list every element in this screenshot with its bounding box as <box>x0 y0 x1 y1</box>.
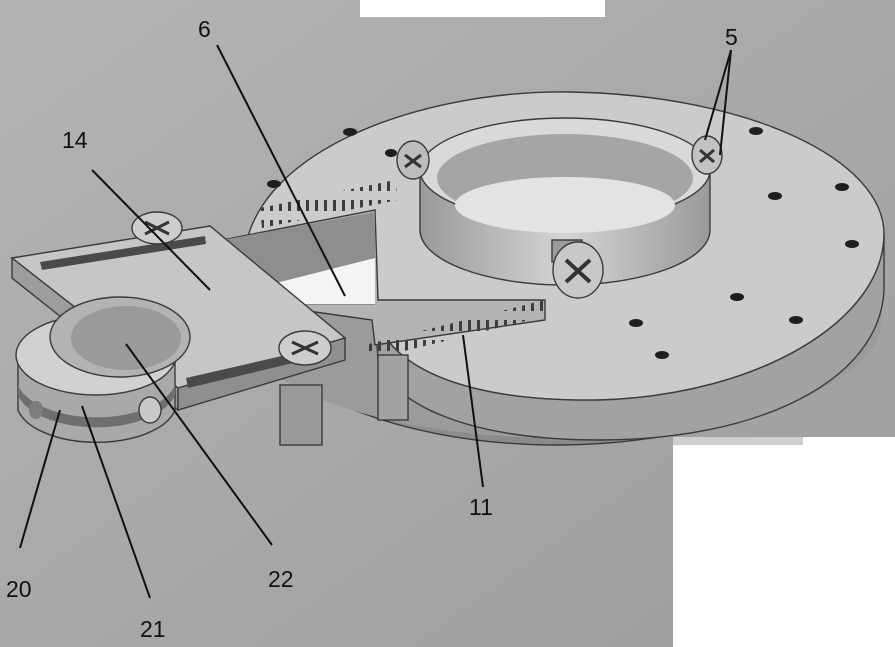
clamp-bore <box>71 306 181 370</box>
hole <box>343 128 357 136</box>
collar-bore <box>455 177 675 233</box>
label-11: 11 <box>469 494 493 520</box>
hole <box>749 127 763 135</box>
standoff-post <box>279 384 323 446</box>
leader-21 <box>81 405 151 599</box>
label-22: 22 <box>268 566 294 592</box>
white-mask-top <box>360 0 605 17</box>
leader-6 <box>216 44 346 297</box>
label-21: 21 <box>140 616 166 642</box>
mounting-holes <box>267 127 859 359</box>
white-mask-edge <box>673 437 803 445</box>
screw-collar-front <box>551 239 604 299</box>
screw-bracket-upper <box>131 211 183 245</box>
scale-lower <box>365 300 546 360</box>
hole <box>845 240 859 248</box>
support-block <box>377 354 409 421</box>
label-5: 5 <box>725 24 738 50</box>
white-mask-bottom-right <box>673 437 895 647</box>
screw-collar-left <box>396 140 430 180</box>
hole <box>629 319 643 327</box>
label-20: 20 <box>6 576 32 602</box>
hole <box>789 316 803 324</box>
hole <box>267 180 281 188</box>
leader-lines <box>19 44 732 599</box>
hole <box>835 183 849 191</box>
leader-11 <box>462 334 484 488</box>
reference-labels: 6 5 14 11 22 20 21 <box>6 16 738 642</box>
scale-upper <box>260 180 398 228</box>
leader-5b <box>719 49 732 156</box>
screw-bracket-lower <box>278 330 332 366</box>
label-6: 6 <box>198 16 211 42</box>
hole <box>655 351 669 359</box>
leader-20 <box>19 409 61 549</box>
leader-14 <box>91 169 211 291</box>
cylinder-collar <box>396 117 723 299</box>
leader-22 <box>125 343 273 546</box>
hole <box>385 149 397 157</box>
label-14: 14 <box>62 127 88 153</box>
leader-5a <box>704 49 732 141</box>
hole <box>768 192 782 200</box>
plate-front-edge <box>374 234 885 441</box>
screw-collar-right <box>691 135 723 175</box>
clamp-screw-end <box>29 401 43 419</box>
clamp-screw <box>138 396 162 424</box>
hole <box>730 293 744 301</box>
